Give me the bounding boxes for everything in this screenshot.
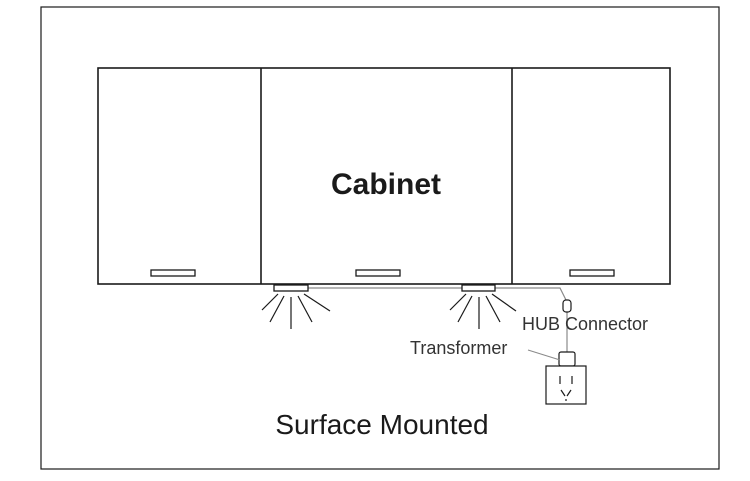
wiring [308, 287, 568, 352]
outer-frame [40, 6, 720, 470]
door-handle-center [355, 269, 401, 277]
transformer-leader-line [527, 349, 561, 361]
transformer-label: Transformer [410, 338, 507, 358]
door-handle-right [569, 269, 615, 277]
cabinet-title: Cabinet [331, 168, 441, 201]
light-rays-icon [261, 293, 331, 329]
transformer-icon [558, 351, 576, 367]
door-handle-left [150, 269, 196, 277]
led-light-fixture [461, 284, 496, 292]
cabinet-body [97, 67, 671, 285]
hub-connector-icon [562, 299, 572, 313]
led-light-left [261, 284, 331, 329]
led-light-fixture [273, 284, 309, 292]
hub-connector-label: HUB Connector [522, 314, 648, 334]
diagram-caption: Surface Mounted [275, 409, 488, 440]
wire-light-to-hub [495, 287, 567, 301]
led-light-right [449, 284, 517, 329]
light-rays-icon [449, 293, 517, 329]
cabinet [97, 67, 671, 285]
power-outlet-icon [545, 365, 587, 405]
